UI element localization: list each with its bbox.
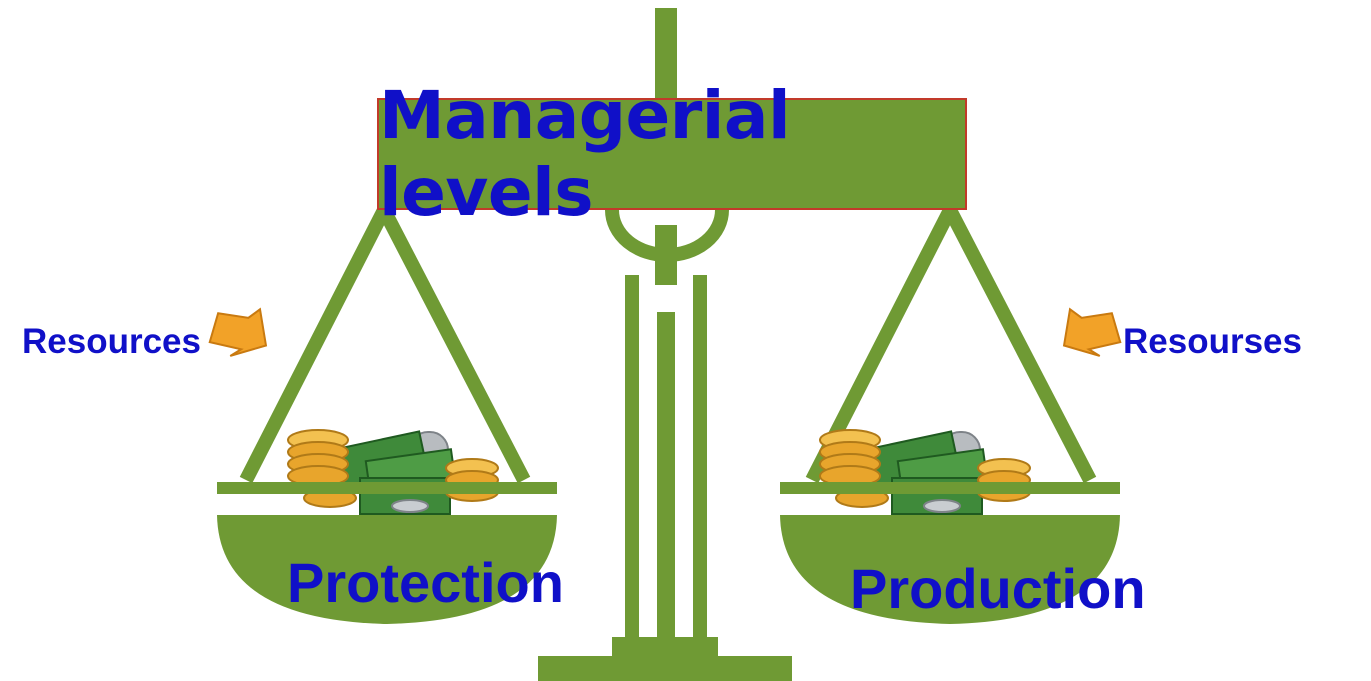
money-pile-icon <box>819 429 1031 515</box>
title: Managerial levels <box>379 77 791 231</box>
scale-neck <box>655 225 677 285</box>
scale-top-pole <box>655 8 677 100</box>
scale-column-right <box>693 275 707 655</box>
right-pan-string-right <box>943 206 1097 484</box>
scale-column-left <box>625 275 639 655</box>
right-pan-label: Production <box>850 557 1146 620</box>
left-pan-label: Protection <box>287 551 564 614</box>
right-pan-bowl <box>780 515 1120 624</box>
scale-base <box>538 656 792 681</box>
right-resources-label: Resourses <box>1123 322 1302 361</box>
scale-column-mid <box>657 312 675 655</box>
title-box: Managerial levels <box>377 77 967 231</box>
left-resources-label: Resources <box>22 322 201 361</box>
right-pan-rim <box>780 482 1120 494</box>
orange-arrow-icon <box>208 307 268 357</box>
orange-arrow-icon <box>1062 307 1122 357</box>
left-pan-rim <box>217 482 557 494</box>
left-pan-string-right <box>377 206 531 484</box>
money-pile-icon <box>287 429 499 515</box>
left-pan-bowl <box>217 515 557 624</box>
left-pan-string-left <box>239 206 391 484</box>
